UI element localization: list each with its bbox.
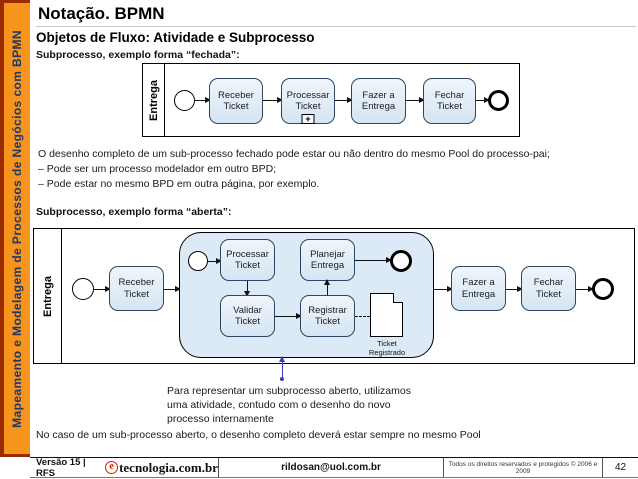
sequence-flow-arrow <box>335 96 353 103</box>
version-text: Versão 15 | RFS <box>36 456 86 479</box>
annotation-line: Para representar um subprocesso aberto, … <box>167 385 411 397</box>
start-event <box>188 251 208 271</box>
sequence-flow-arrow <box>355 256 392 263</box>
task-registrar-ticket: Registrar Ticket <box>300 295 355 337</box>
sequence-flow-arrow <box>94 285 111 292</box>
sequence-flow-arrow <box>164 285 181 292</box>
end-event <box>592 278 614 300</box>
sequence-flow-arrow <box>208 257 222 264</box>
logo-domain-text: tecnologia.com.br <box>119 459 218 475</box>
task-label: Processar Ticket <box>226 248 269 271</box>
sequence-flow-arrow <box>576 285 594 292</box>
task-label: Processar Ticket <box>286 89 330 112</box>
sequence-flow-arrow <box>434 285 453 292</box>
end-event <box>390 250 412 272</box>
pool-open: Entrega Receber Ticket Processar Ticket … <box>33 228 635 364</box>
data-object-label: Ticket Registrado <box>368 339 406 358</box>
task-label: Receber Ticket <box>218 89 254 112</box>
sequence-flow-arrow <box>406 96 425 103</box>
title-divider <box>36 26 636 27</box>
pool-closed-label-band: Entrega <box>143 64 165 136</box>
task-label: Validar Ticket <box>233 304 262 327</box>
subprocess-plus-marker-icon: + <box>301 114 315 124</box>
task-label: Fechar Ticket <box>434 89 465 112</box>
end-event <box>488 90 509 111</box>
page-title: Notação. BPMN <box>38 4 165 23</box>
note-line: O desenho completo de um sub-processo fe… <box>38 148 550 160</box>
sequence-flow-arrow <box>506 285 523 292</box>
open-example-label: Subprocesso, exemplo forma “aberta”: <box>36 206 232 218</box>
sequence-flow-arrow <box>275 312 302 319</box>
start-event <box>72 278 94 300</box>
pool-open-label: Entrega <box>41 275 54 317</box>
task-processar-ticket: Processar Ticket <box>220 239 275 281</box>
closed-example-notes: O desenho completo de um sub-processo fe… <box>38 147 550 193</box>
start-event <box>174 90 195 111</box>
pool-open-label-band: Entrega <box>34 229 62 363</box>
sequence-flow-arrow <box>195 96 211 103</box>
task-label: Fechar Ticket <box>533 277 564 300</box>
task-receber-ticket: Receber Ticket <box>109 266 164 311</box>
footer-version: Versão 15 | RFS e tecnologia.com.br <box>30 456 218 479</box>
sequence-flow-arrow <box>476 96 490 103</box>
task-fechar-ticket: Fechar Ticket <box>423 78 476 124</box>
etecnologia-logo: e tecnologia.com.br <box>105 460 218 476</box>
side-banner-text: Mapeamento e Modelagem de Processos de N… <box>10 29 24 428</box>
sequence-flow-arrow-up <box>323 279 330 295</box>
task-processar-ticket-collapsed: Processar Ticket + <box>281 78 335 124</box>
task-validar-ticket: Validar Ticket <box>220 295 275 337</box>
open-annotation: Para representar um subprocesso aberto, … <box>167 384 411 427</box>
task-label: Fazer a Entrega <box>361 89 396 112</box>
annotation-arrow <box>278 356 285 381</box>
data-association-dashed <box>355 316 370 317</box>
pool-closed: Entrega Receber Ticket Processar Ticket … <box>142 63 520 137</box>
task-label: Fazer a Entrega <box>461 277 496 300</box>
footer-page-number: 42 <box>602 458 638 477</box>
logo-e-icon: e <box>105 461 119 474</box>
task-fazer-a-entrega: Fazer a Entrega <box>451 266 506 311</box>
footer-email: rildosan@uol.com.br <box>218 458 443 477</box>
pool-closed-label: Entrega <box>147 79 160 121</box>
annotation-line: uma atividade, contudo com o desenho do … <box>167 399 391 412</box>
closed-example-label: Subprocesso, exemplo forma “fechada”: <box>36 49 240 61</box>
task-receber-ticket: Receber Ticket <box>209 78 263 124</box>
task-label: Planejar Entrega <box>310 248 345 271</box>
task-fazer-a-entrega: Fazer a Entrega <box>351 78 406 124</box>
note-line: – Pode estar no mesmo BPD em outra págin… <box>38 178 320 191</box>
note-line: – Pode ser um processo modelador em outr… <box>38 163 277 176</box>
bottom-note: No caso de um sub-processo aberto, o des… <box>36 429 481 441</box>
task-label: Receber Ticket <box>118 277 155 300</box>
task-label: Registrar Ticket <box>308 304 347 327</box>
expanded-subprocess: Processar Ticket Planejar Entrega Valida… <box>179 232 434 358</box>
footer-copyright: Todos os direitos reservados e protegido… <box>443 458 602 477</box>
side-banner: Mapeamento e Modelagem de Processos de N… <box>0 0 30 457</box>
task-fechar-ticket: Fechar Ticket <box>521 266 576 311</box>
data-object-icon <box>370 293 403 337</box>
section-subtitle: Objetos de Fluxo: Atividade e Subprocess… <box>36 30 315 45</box>
sequence-flow-arrow <box>263 96 283 103</box>
sequence-flow-arrow-down <box>243 281 250 297</box>
task-planejar-entrega: Planejar Entrega <box>300 239 355 281</box>
annotation-line: processo internamente <box>167 413 274 426</box>
slide-footer: Versão 15 | RFS e tecnologia.com.br rild… <box>30 456 638 479</box>
